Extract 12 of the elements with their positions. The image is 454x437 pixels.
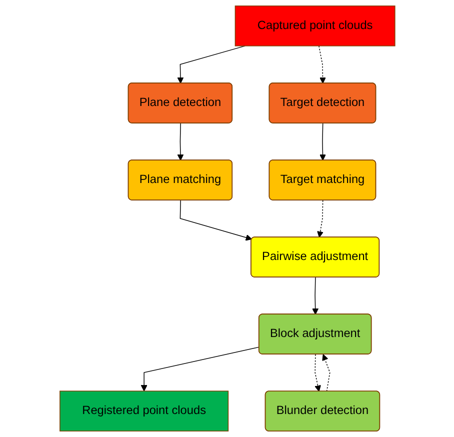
arrow <box>322 354 330 392</box>
node-box: Registered point clouds <box>59 390 228 432</box>
arrow <box>176 46 245 84</box>
node-box: Captured point clouds <box>234 6 395 46</box>
arrow <box>140 346 260 392</box>
arrow <box>176 122 184 161</box>
arrow <box>319 122 326 161</box>
arrow <box>312 277 318 315</box>
arrow <box>179 200 252 241</box>
arrow <box>314 354 321 392</box>
arrow <box>318 46 326 84</box>
arrow <box>316 200 324 238</box>
